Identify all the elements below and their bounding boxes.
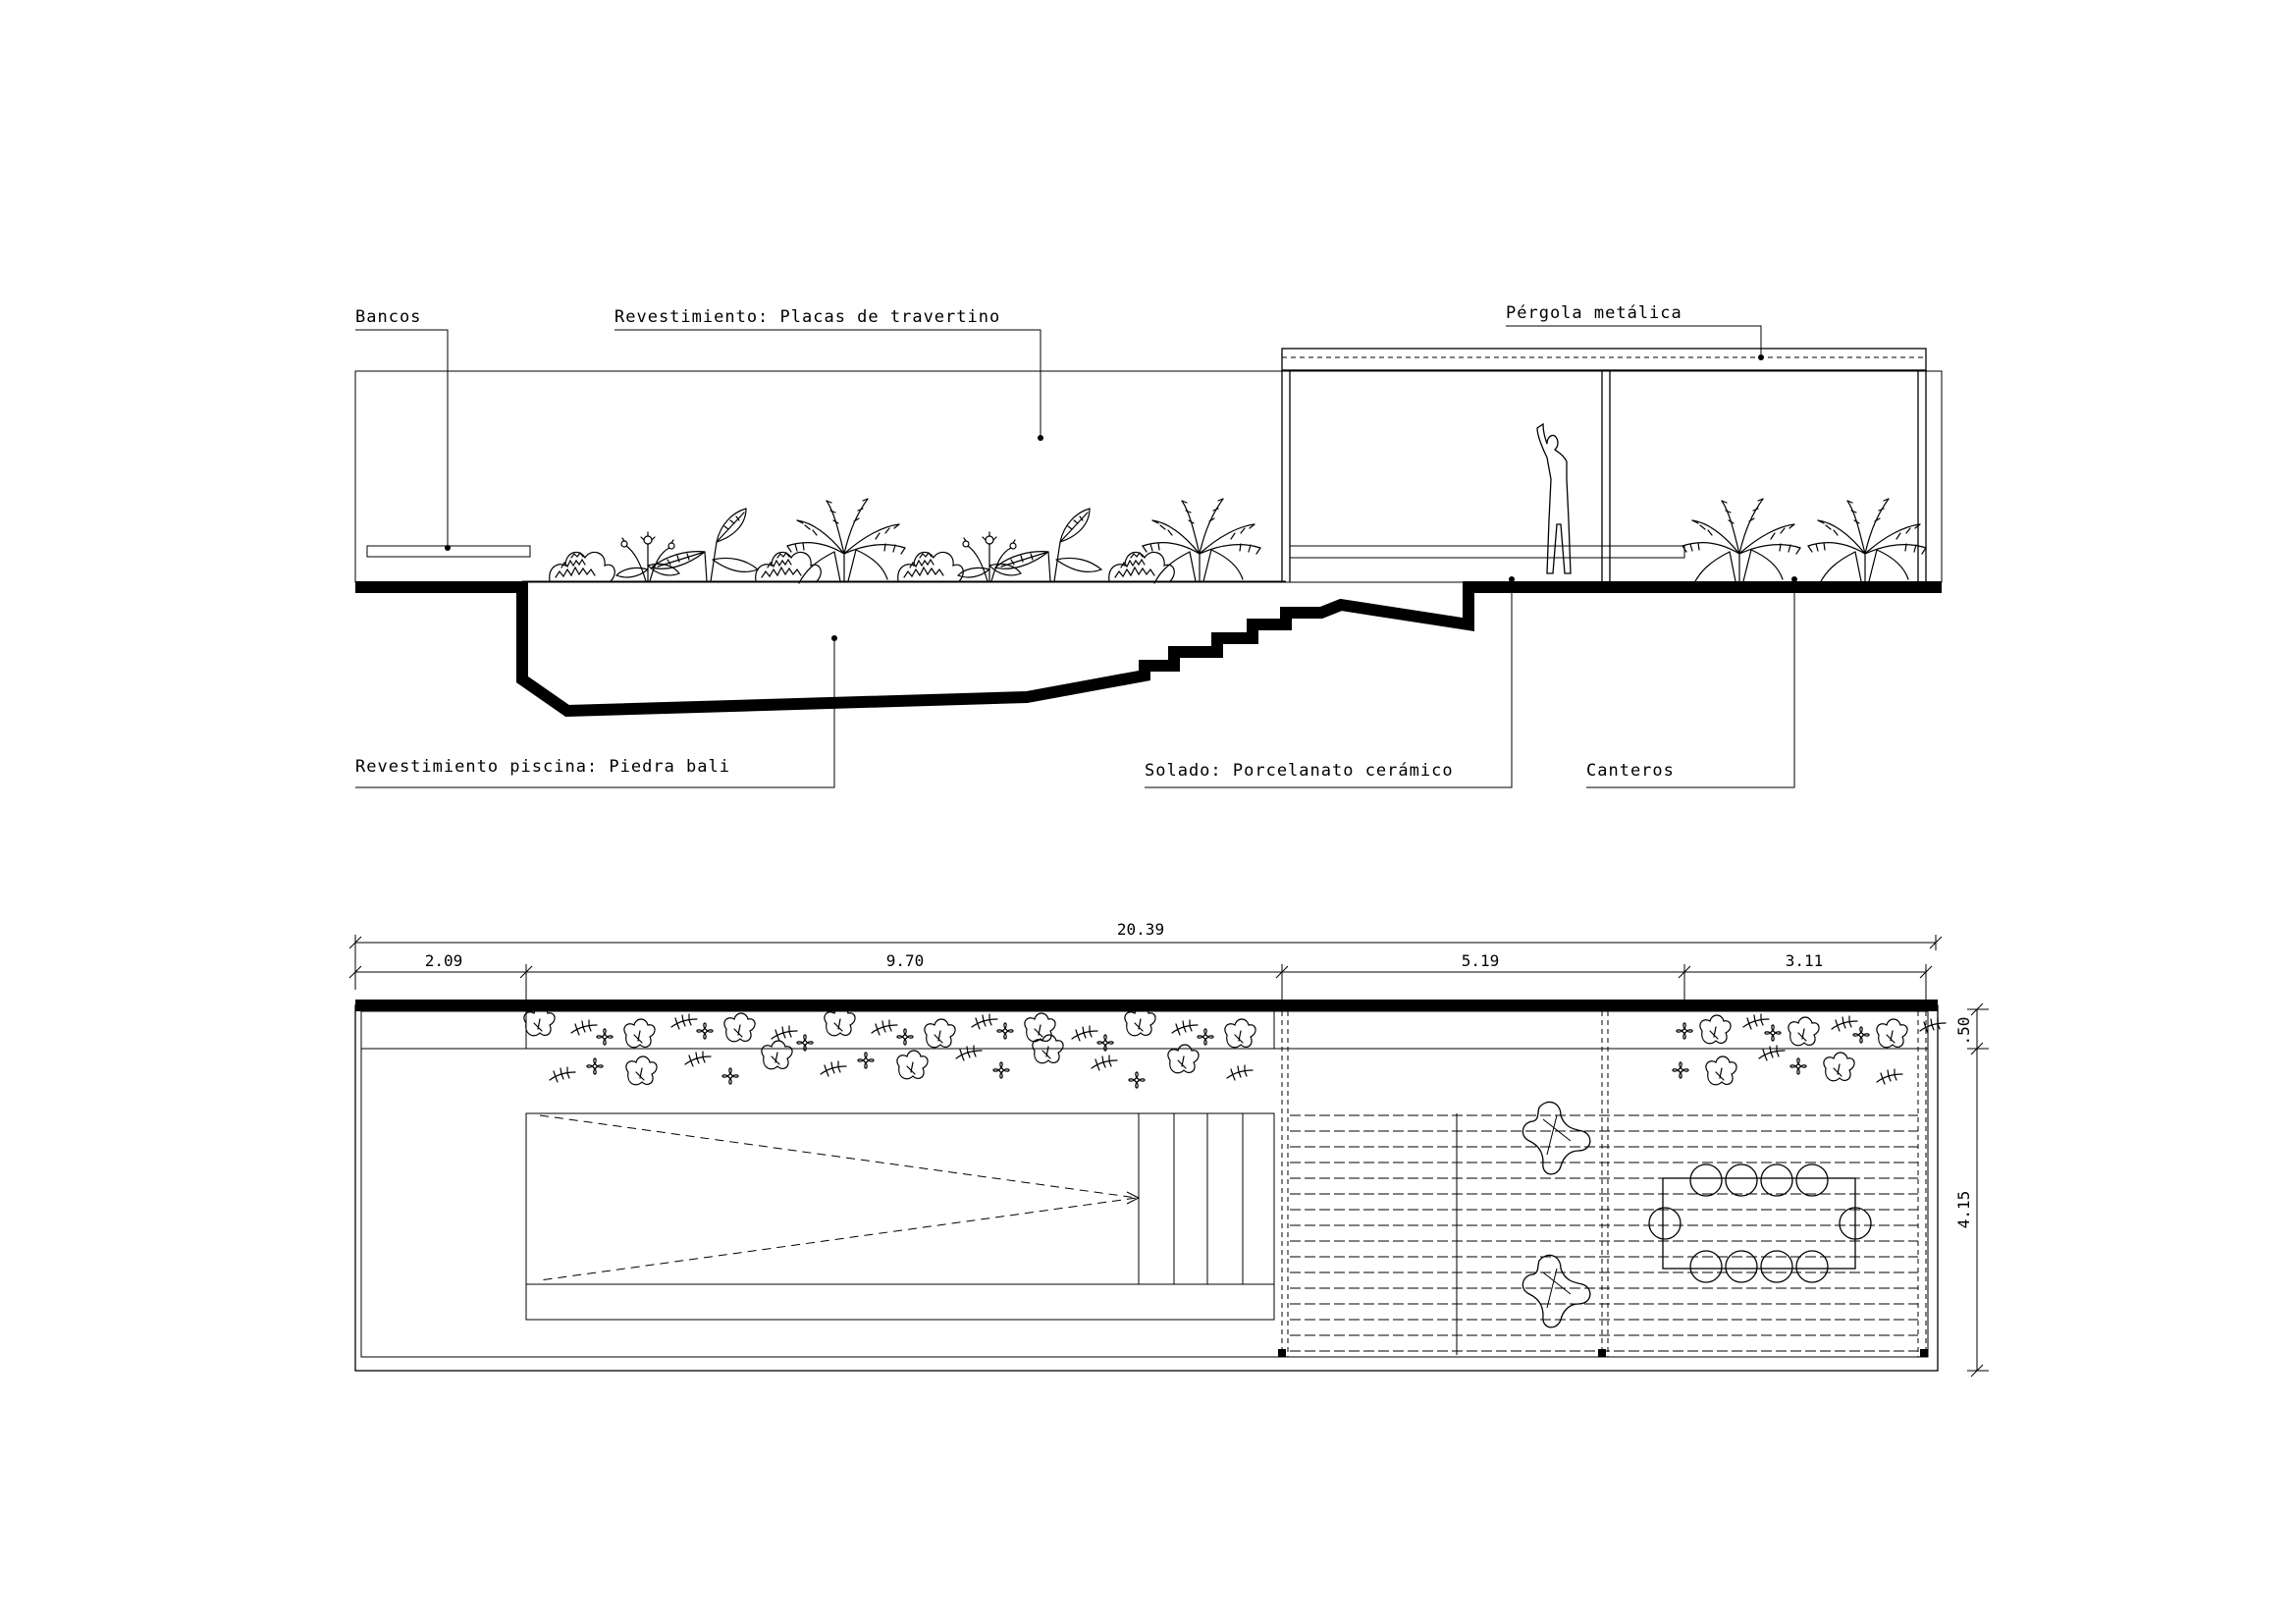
dim-depth-large: 4.15 (1954, 1191, 1973, 1229)
chair-icon (1795, 1163, 1829, 1197)
foliage-icon (684, 1051, 712, 1067)
foliage-icon (1876, 1018, 1908, 1049)
chair-icon (1760, 1163, 1793, 1197)
foliage-icon (771, 1025, 798, 1042)
plant-icon (994, 508, 1102, 582)
planter-foliage (523, 1006, 1947, 1089)
pergola (1281, 348, 1927, 582)
human-figure-icon (1536, 422, 1572, 574)
plan-view: 20.39 2.09 9.70 5.19 3.11 .50 4.15 (348, 920, 1989, 1378)
pool (525, 1112, 1275, 1321)
foliage-icon (1091, 1055, 1118, 1071)
foliage-icon (996, 1022, 1014, 1040)
tropical-plant-icon (1807, 498, 1927, 584)
foliage-icon (1788, 1016, 1820, 1047)
tropical-plant-icon (1682, 498, 1801, 584)
chair-icon (1839, 1207, 1872, 1240)
foliage-icon (1171, 1019, 1199, 1036)
foliage-icon (896, 1028, 914, 1046)
foliage-icon (1071, 1025, 1098, 1042)
dim-total: 20.39 (1117, 920, 1164, 939)
foliage-icon (596, 1028, 614, 1046)
foliage-icon (1672, 1061, 1689, 1079)
dining-table (1648, 1163, 1872, 1283)
foliage-icon (1705, 1055, 1737, 1086)
foliage-icon (971, 1013, 998, 1030)
plant-icon (957, 531, 1022, 582)
foliage-icon (586, 1057, 604, 1075)
foliage-icon (1742, 1013, 1770, 1030)
chair-icon (1760, 1250, 1793, 1283)
foliage-icon (1676, 1022, 1693, 1040)
label-solado: Solado: Porcelanato cerámico (1145, 761, 1454, 781)
chair-icon (1648, 1207, 1682, 1240)
foliage-icon (955, 1045, 983, 1061)
foliage-icon (549, 1066, 576, 1083)
foliage-icon (820, 1060, 847, 1077)
foliage-icon (857, 1052, 875, 1069)
dim-segment-4: 3.11 (1786, 951, 1824, 970)
chair-icon (1725, 1250, 1758, 1283)
foliage-icon (1197, 1028, 1214, 1046)
foliage-icon (924, 1018, 956, 1049)
dim-depth-small: .50 (1954, 1017, 1973, 1046)
foliage-icon (1831, 1015, 1858, 1032)
foliage-icon (1764, 1024, 1782, 1042)
foliage-icon (871, 1019, 898, 1036)
plant-icon (897, 551, 964, 582)
chair-icon (1795, 1250, 1829, 1283)
foliage-icon (1852, 1026, 1870, 1044)
dim-segment-1: 2.09 (425, 951, 463, 970)
foliage-icon (625, 1055, 658, 1086)
chair-icon (1689, 1163, 1723, 1197)
dimension-lines: 20.39 2.09 9.70 5.19 3.11 .50 4.15 (348, 920, 1989, 1378)
lounge-chair-icon (1522, 1101, 1591, 1175)
tropical-plant-icon (1142, 498, 1261, 584)
foliage-icon (1823, 1052, 1855, 1082)
section-view: Bancos Revestimiento: Placas de traverti… (354, 303, 1943, 788)
foliage-icon (761, 1040, 793, 1070)
label-canteros: Canteros (1586, 761, 1675, 781)
foliage-icon (1024, 1012, 1056, 1043)
ground-slab (355, 581, 1942, 718)
dim-segment-2: 9.70 (886, 951, 925, 970)
planter (525, 1010, 1275, 1050)
chair-icon (1725, 1163, 1758, 1197)
label-bancos: Bancos (355, 307, 421, 327)
label-revestimiento: Revestimiento: Placas de travertino (614, 307, 1000, 327)
foliage-icon (896, 1050, 929, 1080)
chair-icon (1689, 1250, 1723, 1283)
foliage-icon (723, 1012, 756, 1043)
dim-segment-3: 5.19 (1462, 951, 1500, 970)
foliage-icon (992, 1061, 1010, 1079)
plant-icon (1108, 551, 1175, 582)
foliage-icon (721, 1067, 739, 1085)
label-piscina: Revestimiento piscina: Piedra bali (355, 757, 730, 777)
foliage-icon (1876, 1068, 1903, 1085)
foliage-icon (1699, 1014, 1732, 1045)
foliage-icon (1226, 1064, 1254, 1081)
foliage-icon (1128, 1071, 1146, 1089)
foliage-icon (1224, 1018, 1256, 1049)
plant-icon (549, 551, 615, 582)
foliage-icon (570, 1019, 598, 1036)
lounge-chair-icon (1522, 1254, 1591, 1328)
foliage-icon (1758, 1045, 1786, 1061)
deck-tiles (1290, 1113, 1918, 1355)
foliage-icon (1789, 1057, 1807, 1075)
plant-icon (651, 508, 759, 582)
foliage-icon (623, 1018, 656, 1049)
foliage-icon (670, 1013, 698, 1030)
tropical-plant-icon (786, 498, 906, 584)
label-pergola: Pérgola metálica (1506, 303, 1682, 323)
foliage-icon (1919, 1017, 1947, 1034)
foliage-icon (696, 1022, 714, 1040)
